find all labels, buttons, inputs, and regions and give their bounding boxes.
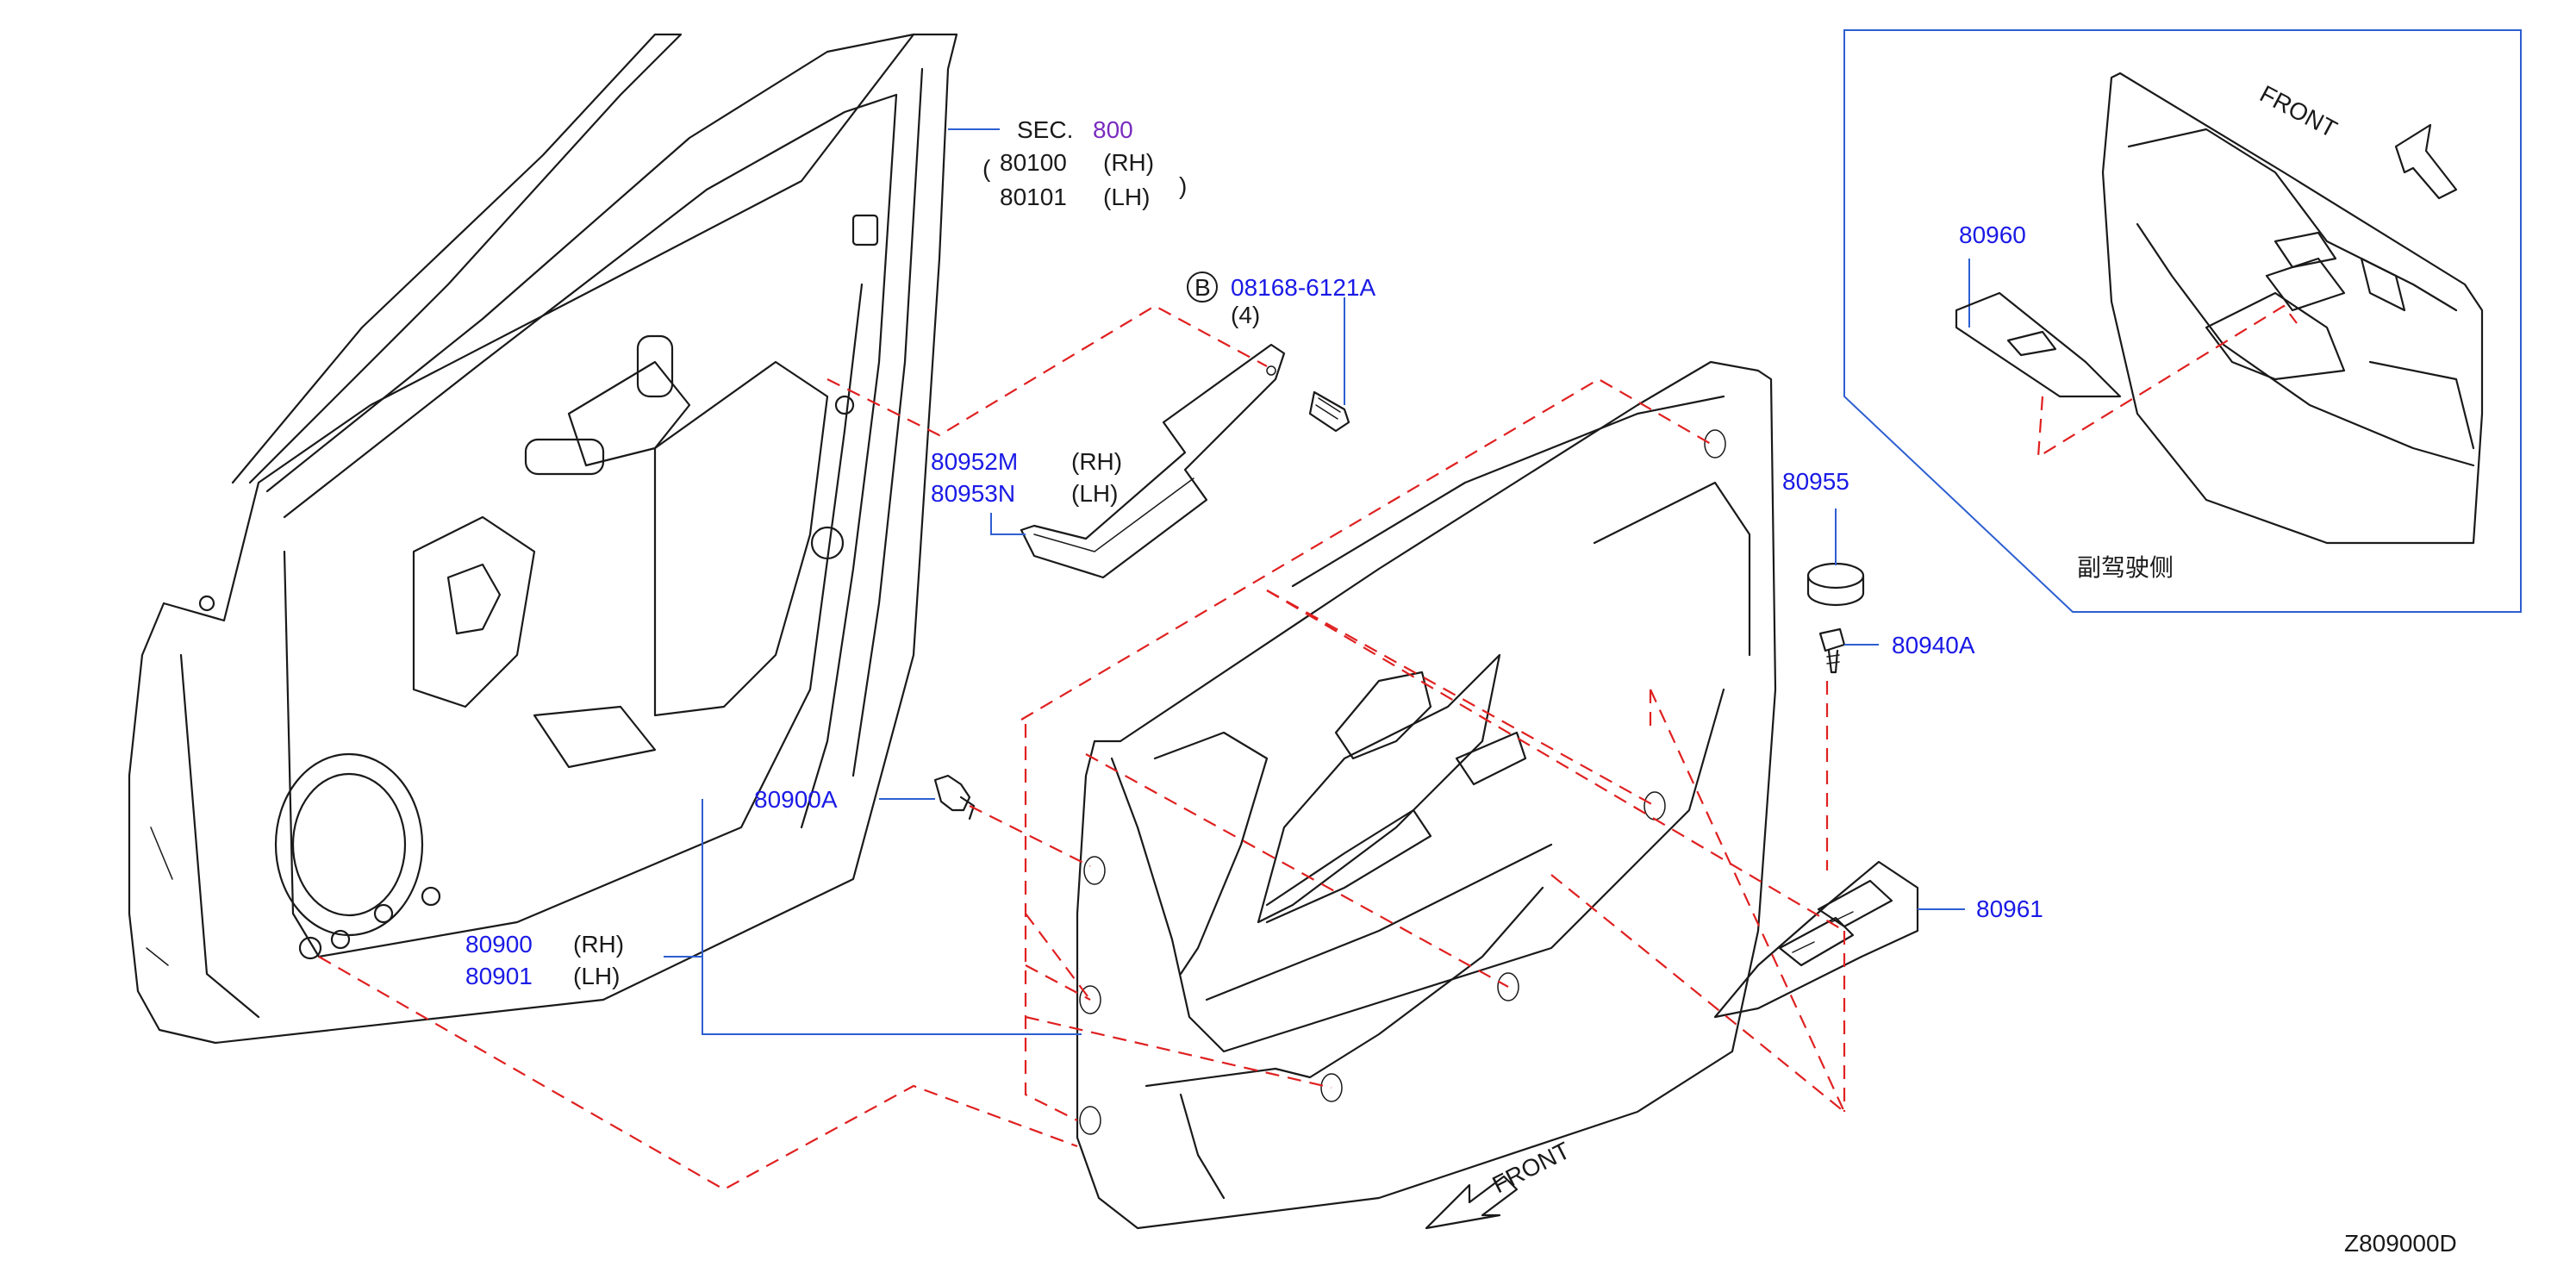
trim-lh-part-link[interactable]: 80901: [465, 963, 533, 989]
leader-lines: [664, 128, 1970, 1035]
trim-rh-part-link[interactable]: 80900: [465, 931, 533, 958]
bolt-quantity: (4): [1231, 302, 1260, 328]
door-rh-part: 80100: [1000, 149, 1067, 176]
door-trim-panel: [1076, 360, 1777, 1230]
open-paren: (: [982, 155, 991, 182]
door-lh-side: (LH): [1103, 184, 1150, 210]
bolt-part-link[interactable]: 08168-6121A: [1231, 274, 1375, 301]
section-prefix: SEC.: [1017, 116, 1073, 143]
bolt-08168-6121a: [1308, 390, 1350, 433]
clip-80900a: [933, 774, 976, 820]
cap-80955: [1806, 562, 1865, 607]
pull-handle-bracket: [1020, 343, 1286, 579]
section-number-link[interactable]: 800: [1093, 116, 1133, 143]
switch-finisher-80961: [1713, 860, 1919, 1019]
inset-passenger-side: [1843, 29, 2522, 613]
inset-caption: 副驾驶侧: [2077, 554, 2174, 581]
bracket-rh-part-link[interactable]: 80952M: [931, 448, 1018, 475]
door-inner-panel: [128, 33, 958, 1045]
bracket-rh-side: (RH): [1071, 448, 1122, 475]
cap-part-link[interactable]: 80955: [1782, 468, 1849, 495]
switch-finisher-part-link[interactable]: 80961: [1976, 895, 2043, 922]
door-lh-part: 80101: [1000, 184, 1067, 210]
bracket-lh-part-link[interactable]: 80953N: [931, 480, 1015, 507]
front-arrow-main: [1425, 1175, 1519, 1230]
drawing-code: Z809000D: [2344, 1230, 2457, 1257]
front-label-main: FRONT: [1488, 1137, 1575, 1198]
assembly-lines: [318, 304, 1846, 1191]
close-paren: ): [1179, 172, 1187, 199]
screw-80940a: [1818, 627, 1846, 674]
inset-switch-part-link[interactable]: 80960: [1959, 221, 2026, 248]
bolt-badge-circle: [1187, 271, 1218, 303]
trim-rh-side: (RH): [573, 931, 624, 958]
trim-lh-side: (LH): [573, 963, 620, 989]
front-label-inset: FRONT: [2255, 80, 2342, 143]
screw-part-link[interactable]: 80940A: [1892, 632, 1975, 658]
door-rh-side: (RH): [1103, 149, 1154, 176]
bracket-lh-side: (LH): [1071, 480, 1118, 507]
bolt-badge: B: [1194, 274, 1211, 301]
clip-part-link[interactable]: 80900A: [754, 786, 838, 813]
